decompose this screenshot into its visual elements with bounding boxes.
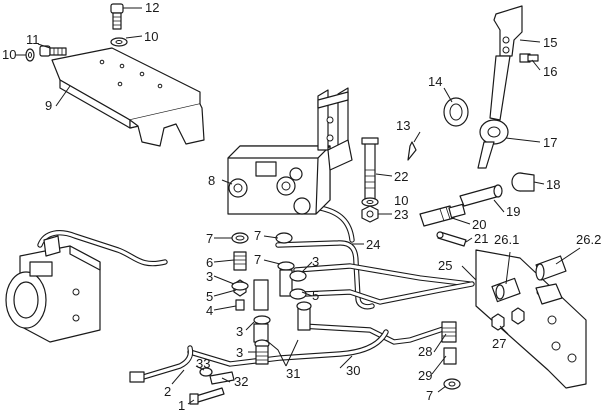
callout-labels: 12 10 11 10 9 13 14 15 16 17 18 19 20 21… (2, 0, 601, 413)
callout-6: 6 (206, 255, 213, 270)
callout-15: 15 (543, 35, 557, 50)
callout-20: 20 (472, 217, 486, 232)
callout-14: 14 (428, 74, 442, 89)
washer-part-7-bottom (443, 378, 461, 390)
callout-7: 7 (206, 231, 213, 246)
callout-5: 5 (206, 289, 213, 304)
callout-19: 19 (506, 204, 520, 219)
fitting-part-28 (441, 321, 457, 343)
fitting-part-26-2 (535, 255, 567, 281)
callout-22: 22 (394, 169, 408, 184)
callout-26-2: 26.2 (576, 232, 601, 247)
callout-3: 3 (312, 254, 319, 269)
hose-end-part-2 (129, 371, 145, 383)
callout-29: 29 (418, 368, 432, 383)
long-bolt-part-22 (361, 137, 379, 201)
lever-arm-part-15 (493, 5, 523, 57)
callout-9: 9 (45, 98, 52, 113)
washer-part-10-top (110, 37, 128, 47)
callout-5: 5 (312, 288, 319, 303)
rod-part-19 (459, 184, 503, 207)
callout-26-1: 26.1 (494, 232, 519, 247)
callout-3: 3 (236, 324, 243, 339)
callout-17: 17 (543, 135, 557, 150)
callout-8: 8 (208, 173, 215, 188)
clevis-part-20 (419, 203, 466, 227)
fittings-cluster (231, 232, 312, 365)
callout-28: 28 (418, 344, 432, 359)
callout-16: 16 (543, 64, 557, 79)
callout-7: 7 (254, 228, 261, 243)
callout-2: 2 (164, 384, 171, 399)
callout-24: 24 (366, 237, 380, 252)
callout-25: 25 (438, 258, 452, 273)
bolt-part-16 (519, 53, 539, 63)
bushing-part-14 (443, 97, 469, 127)
callout-27: 27 (492, 336, 506, 351)
pipe-lines (37, 205, 475, 381)
callout-10: 10 (144, 29, 158, 44)
washer-part-10-left (25, 48, 35, 62)
mounting-bracket-part-9 (51, 47, 205, 147)
control-valve-part-8 (227, 87, 353, 215)
callout-11: 11 (26, 32, 40, 47)
callout-1: 1 (178, 398, 185, 413)
nut-part-23 (361, 205, 379, 223)
callout-31: 31 (286, 366, 300, 381)
callout-18: 18 (546, 177, 560, 192)
bolt-part-1 (189, 387, 225, 405)
washer-part-10-mid (361, 197, 379, 207)
split-pin-part-13 (407, 141, 417, 161)
callout-10: 10 (2, 47, 16, 62)
callout-12: 12 (145, 0, 159, 15)
callout-10: 10 (394, 193, 408, 208)
callout-32: 32 (234, 374, 248, 389)
bushing-part-18 (511, 172, 535, 192)
fitting-part-26-1 (491, 277, 521, 303)
hydraulic-pump (5, 235, 101, 343)
bolt-part-12 (110, 3, 124, 30)
callout-21: 21 (474, 231, 488, 246)
leader-lines (16, 7, 581, 405)
callout-23: 23 (394, 207, 408, 222)
callout-7: 7 (254, 252, 261, 267)
bolt-part-11 (39, 45, 67, 57)
callout-13: 13 (396, 118, 410, 133)
crank-arm-part-17 (477, 55, 511, 169)
callout-3: 3 (206, 269, 213, 284)
nuts-part-27 (491, 307, 525, 331)
callout-4: 4 (206, 303, 213, 318)
callout-33: 33 (196, 356, 210, 371)
nut-part-29 (443, 347, 457, 365)
callout-30: 30 (346, 363, 360, 378)
callout-7: 7 (426, 388, 433, 403)
pin-part-21 (436, 231, 467, 247)
callout-3: 3 (236, 345, 243, 360)
